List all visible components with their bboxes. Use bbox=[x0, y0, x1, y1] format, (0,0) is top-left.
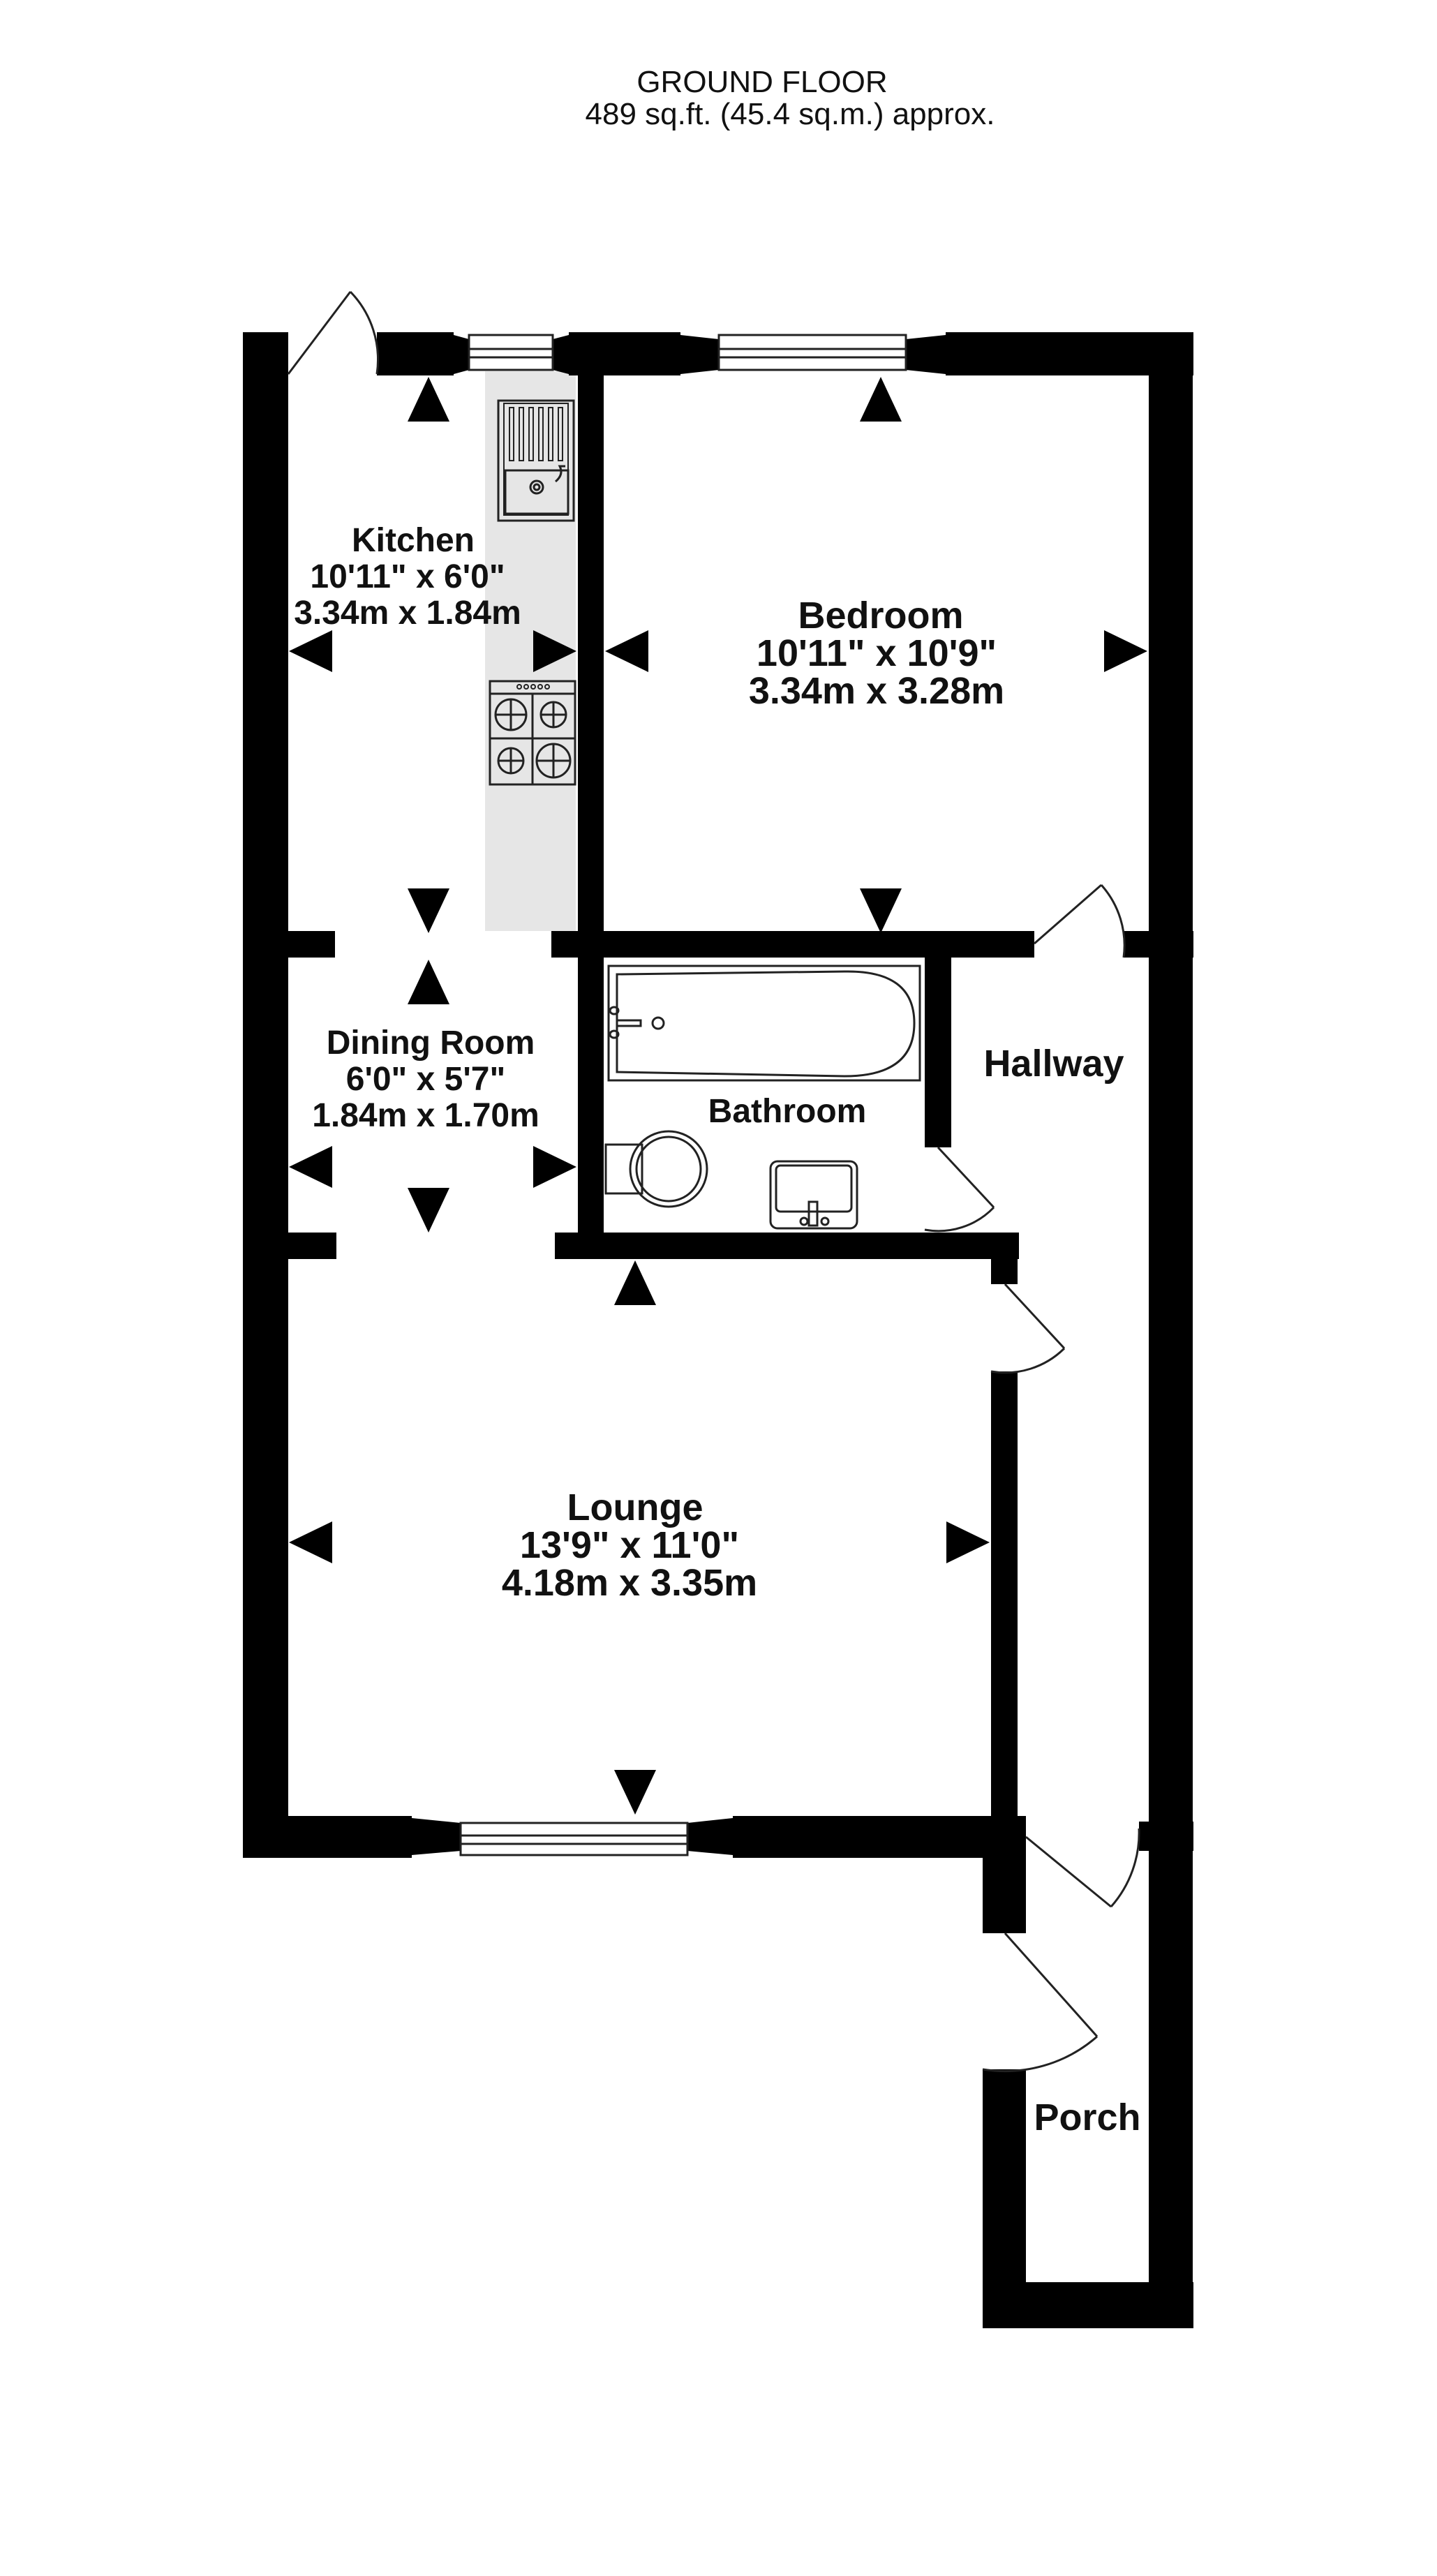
lounge-imperial: 13'9" x 11'0" bbox=[520, 1524, 739, 1566]
toilet bbox=[604, 1130, 708, 1208]
room-kitchen: Kitchen 10'11" x 6'0" 3.34m x 1.84m bbox=[294, 522, 521, 632]
wash-basin bbox=[769, 1160, 858, 1230]
dining-name: Dining Room bbox=[327, 1025, 535, 1062]
hallway-name: Hallway bbox=[983, 1043, 1124, 1085]
dining-imperial: 6'0" x 5'7" bbox=[346, 1061, 506, 1098]
lounge-metric: 4.18m x 3.35m bbox=[502, 1562, 757, 1604]
dimension-arrows bbox=[289, 377, 1147, 1815]
kitchen-imperial: 10'11" x 6'0" bbox=[310, 558, 505, 595]
kitchen-hob bbox=[489, 680, 576, 786]
porch-name: Porch bbox=[1034, 2097, 1140, 2138]
dining-metric: 1.84m x 1.70m bbox=[312, 1097, 539, 1134]
bathroom-name: Bathroom bbox=[708, 1093, 867, 1130]
bedroom-imperial: 10'11" x 10'9" bbox=[757, 632, 997, 674]
kitchen-sink bbox=[497, 399, 575, 522]
windows bbox=[459, 334, 907, 1856]
kitchen-metric: 3.34m x 1.84m bbox=[294, 595, 521, 632]
bedroom-metric: 3.34m x 3.28m bbox=[749, 670, 1004, 712]
bathtub bbox=[607, 965, 921, 1082]
floor-title: GROUND FLOOR bbox=[636, 65, 887, 99]
walls bbox=[243, 332, 1193, 2328]
room-lounge: Lounge 13'9" x 11'0" 4.18m x 3.35m bbox=[502, 1487, 757, 1604]
doors bbox=[287, 290, 1140, 2073]
lounge-name: Lounge bbox=[567, 1487, 703, 1528]
floor-area: 489 sq.ft. (45.4 sq.m.) approx. bbox=[586, 97, 995, 131]
room-dining: Dining Room 6'0" x 5'7" 1.84m x 1.70m bbox=[312, 1025, 539, 1134]
room-bedroom: Bedroom 10'11" x 10'9" 3.34m x 3.28m bbox=[749, 595, 1004, 712]
kitchen-name: Kitchen bbox=[352, 522, 475, 559]
bedroom-name: Bedroom bbox=[798, 595, 963, 636]
